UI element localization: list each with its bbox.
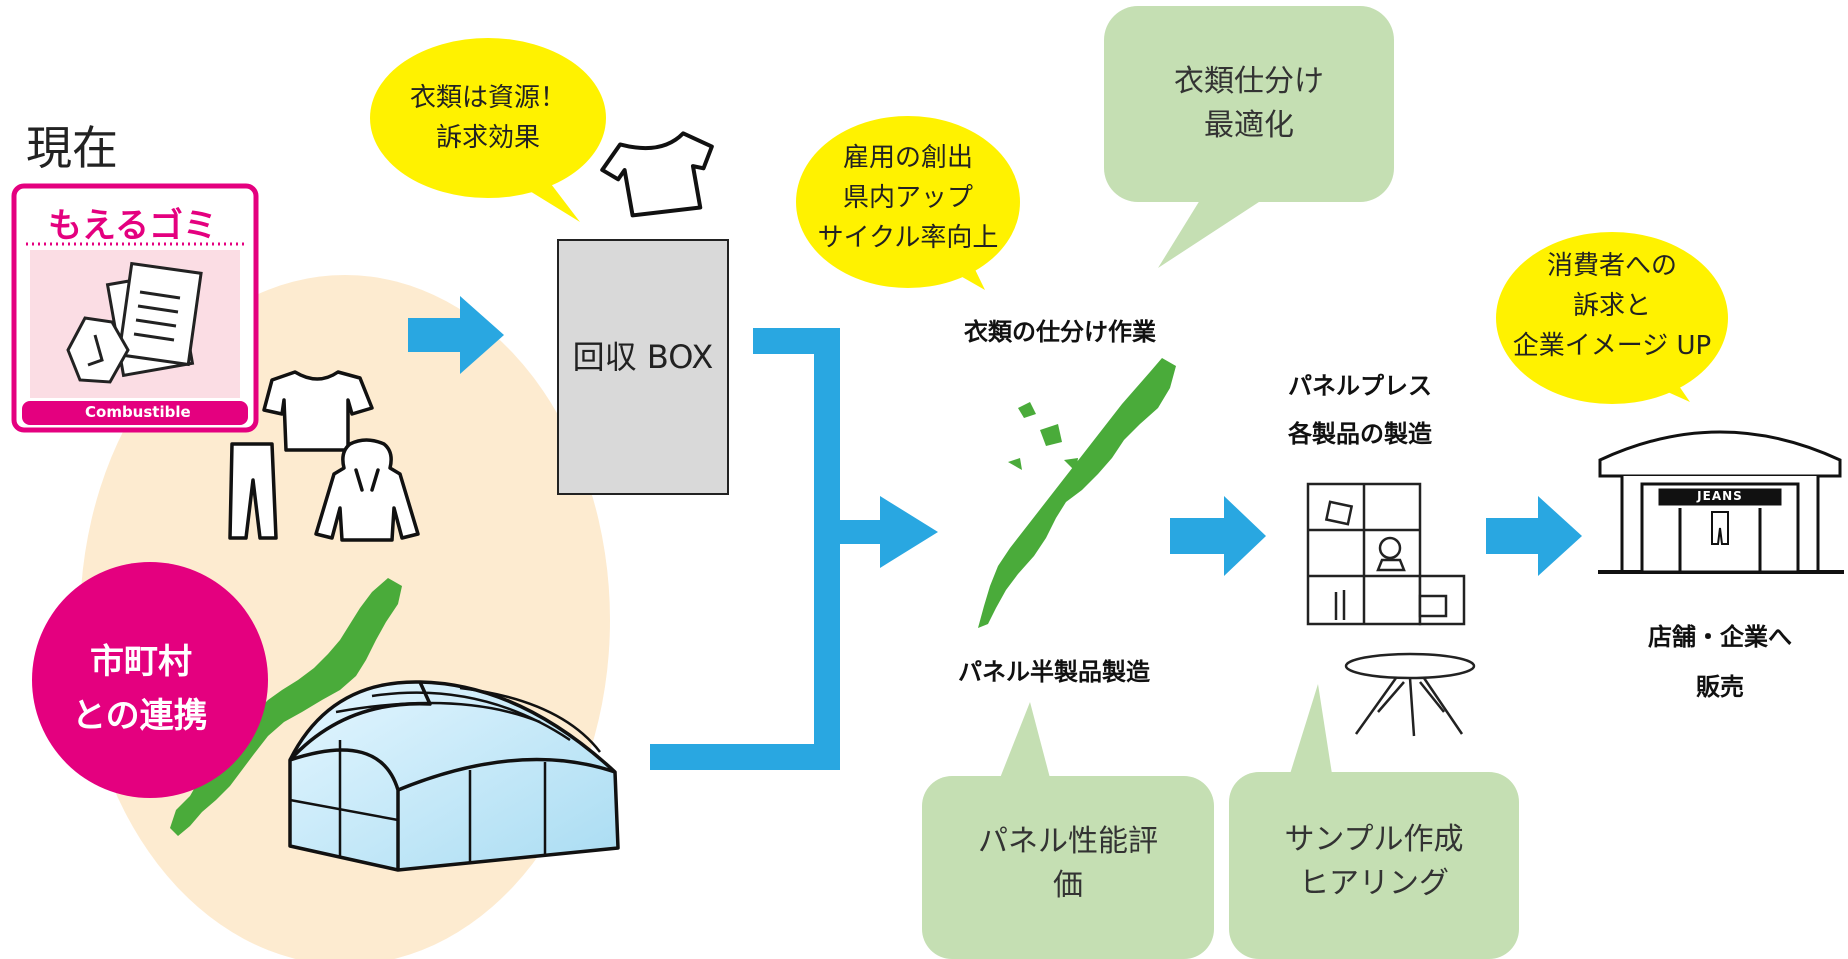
partner-line-2: との連携 (72, 696, 208, 736)
table-icon (1344, 652, 1476, 737)
step-sorting-work: 衣類の仕分け作業 (964, 318, 1156, 346)
green-note-panel-eval (922, 702, 1214, 959)
bubble-consumer-line-1: 消費者への (1546, 251, 1677, 281)
store-sign-text: JEANS (1697, 489, 1743, 503)
combustible-label-en: Combustible (85, 403, 191, 421)
bubble-consumer-line-2: 訴求と (1572, 291, 1651, 321)
note-sorting-line-1: 衣類仕分け (1174, 64, 1324, 99)
step-sales-line-1: 店舗・企業へ (1648, 623, 1792, 651)
speech-bubble-employment (796, 116, 1020, 290)
bubble-employment-line-2: 県内アップ (842, 183, 973, 213)
step-press-line-2: 各製品の製造 (1288, 420, 1432, 448)
green-note-sample (1229, 684, 1519, 959)
speech-bubble-consumer (1496, 232, 1728, 404)
note-panel-eval-text: パネル性能評 価 (922, 820, 1214, 908)
collection-box-label: 回収 BOX (572, 338, 714, 376)
partner-line-1: 市町村 (90, 642, 192, 682)
collection-box (557, 239, 729, 495)
note-panel-eval-line-1: パネル性能評 (978, 824, 1158, 859)
bubble-employment-text: 雇用の創出 県内アップ サイクル率向上 (796, 138, 1020, 258)
greenhouse-icon (288, 680, 620, 872)
pants-icon (228, 442, 278, 540)
tshirt-icon (262, 370, 374, 452)
note-panel-eval-line-2: 価 (1053, 868, 1083, 903)
note-sorting-text: 衣類仕分け 最適化 (1104, 60, 1394, 148)
combustible-label (11, 183, 259, 433)
hoodie-icon (314, 438, 420, 542)
flow-arrows (408, 296, 1582, 770)
bubble-resource-line-1: 衣類は資源！ (409, 83, 566, 113)
bubble-resource-text: 衣類は資源！ 訴求効果 (390, 78, 586, 158)
bubble-resource-line-2: 訴求効果 (435, 123, 540, 153)
arrow-1 (408, 296, 504, 374)
note-sample-line-2: ヒアリング (1299, 866, 1449, 901)
speech-bubble-resource (370, 38, 606, 222)
shelf-icon (1306, 482, 1466, 626)
bubble-consumer-text: 消費者への 訴求と 企業イメージ UP (1496, 246, 1728, 366)
store-icon (1598, 430, 1844, 574)
note-sample-line-1: サンプル作成 (1284, 822, 1464, 857)
step-panel-semi: パネル半製品製造 (958, 658, 1150, 686)
arrow-4 (1486, 496, 1582, 576)
bubble-employment-line-3: サイクル率向上 (817, 223, 999, 253)
okinawa-map-icon (978, 358, 1176, 628)
tshirt-icon (600, 131, 714, 218)
bubble-consumer-line-3: 企業イメージ UP (1512, 331, 1712, 361)
green-note-sorting (1104, 6, 1394, 268)
bubble-employment-line-1: 雇用の創出 (842, 143, 973, 173)
page-title: 現在 (26, 121, 118, 175)
step-press-line-1: パネルプレス (1288, 372, 1432, 400)
step-sales-line-2: 販売 (1696, 673, 1744, 701)
combustible-label-jp: もえるゴミ (48, 206, 217, 246)
step-press: パネルプレス 各製品の製造 (1250, 362, 1470, 458)
okinawa-map-icon (170, 578, 402, 836)
note-sorting-line-2: 最適化 (1204, 108, 1294, 143)
bracket-connector (650, 328, 938, 770)
note-sample-text: サンプル作成 ヒアリング (1229, 818, 1519, 906)
trash-bag-icon (66, 261, 203, 384)
arrow-3 (1170, 496, 1266, 576)
step-sales: 店舗・企業へ 販売 (1620, 612, 1820, 712)
clothes-cluster (228, 370, 420, 542)
partner-circle (32, 562, 268, 798)
